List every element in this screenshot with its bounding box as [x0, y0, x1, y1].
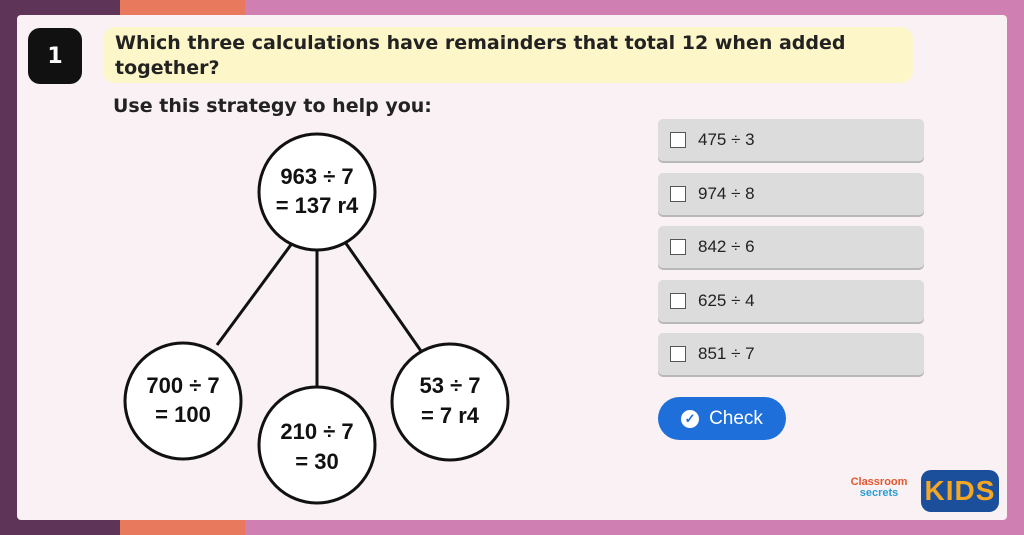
child-node-2 — [257, 385, 377, 505]
option-4[interactable]: 625 ÷ 4 — [658, 279, 924, 322]
checkbox-icon[interactable] — [670, 292, 686, 309]
option-2-label: 974 ÷ 8 — [698, 183, 755, 203]
option-5[interactable]: 851 ÷ 7 — [658, 333, 924, 375]
kids-logo-text: KIDS — [924, 475, 996, 506]
question-number-badge: 1 — [28, 28, 82, 84]
classroom-secrets-logo: Classroom secrets — [843, 477, 915, 499]
child-node-3-line1: 53 ÷ 7 — [419, 373, 480, 398]
partition-diagram: 963 ÷ 7 = 137 r4 700 ÷ 7 = 100 210 ÷ 7 =… — [123, 132, 510, 505]
option-3-label: 842 ÷ 6 — [698, 237, 755, 256]
option-1-label: 475 ÷ 3 — [698, 130, 755, 149]
classroom-secrets-logo-line1: Classroom — [850, 476, 908, 488]
classroom-secrets-logo-line2: secrets — [859, 487, 899, 499]
check-circle-icon: ✓ — [681, 409, 700, 428]
strategy-label: Use this strategy to help you: — [113, 95, 432, 117]
question-text: Which three calculations have remainders… — [103, 27, 913, 83]
option-1[interactable]: 475 ÷ 3 — [658, 119, 924, 161]
connector-right — [343, 241, 423, 352]
child-node-3-line2: = 7 r4 — [421, 403, 480, 428]
option-3[interactable]: 842 ÷ 6 — [658, 226, 924, 268]
root-node-line2: = 137 r4 — [276, 193, 359, 218]
child-node-1 — [123, 341, 243, 461]
child-node-2-line2: = 30 — [295, 449, 338, 474]
root-node-line1: 963 ÷ 7 — [280, 164, 353, 189]
root-node — [257, 132, 377, 252]
check-button[interactable]: ✓ Check — [658, 397, 786, 440]
child-node-2-line1: 210 ÷ 7 — [280, 419, 353, 444]
question-number: 1 — [47, 43, 63, 69]
option-5-label: 851 ÷ 7 — [698, 344, 755, 363]
kids-logo: KIDS — [921, 470, 999, 512]
child-node-1-line1: 700 ÷ 7 — [146, 373, 219, 398]
child-node-1-line2: = 100 — [155, 402, 211, 427]
checkbox-icon[interactable] — [670, 239, 686, 255]
checkbox-icon[interactable] — [670, 185, 686, 202]
connector-left — [215, 241, 295, 346]
option-2[interactable]: 974 ÷ 8 — [658, 172, 924, 215]
child-node-3 — [390, 342, 510, 462]
option-4-label: 625 ÷ 4 — [698, 290, 755, 310]
checkbox-icon[interactable] — [670, 346, 686, 362]
checkbox-icon[interactable] — [670, 132, 686, 148]
answer-options: 475 ÷ 3 974 ÷ 8 842 ÷ 6 625 ÷ 4 851 ÷ 7 — [658, 119, 924, 387]
question-card: 1 Which three calculations have remainde… — [17, 15, 1007, 520]
check-button-label: Check — [709, 407, 763, 429]
